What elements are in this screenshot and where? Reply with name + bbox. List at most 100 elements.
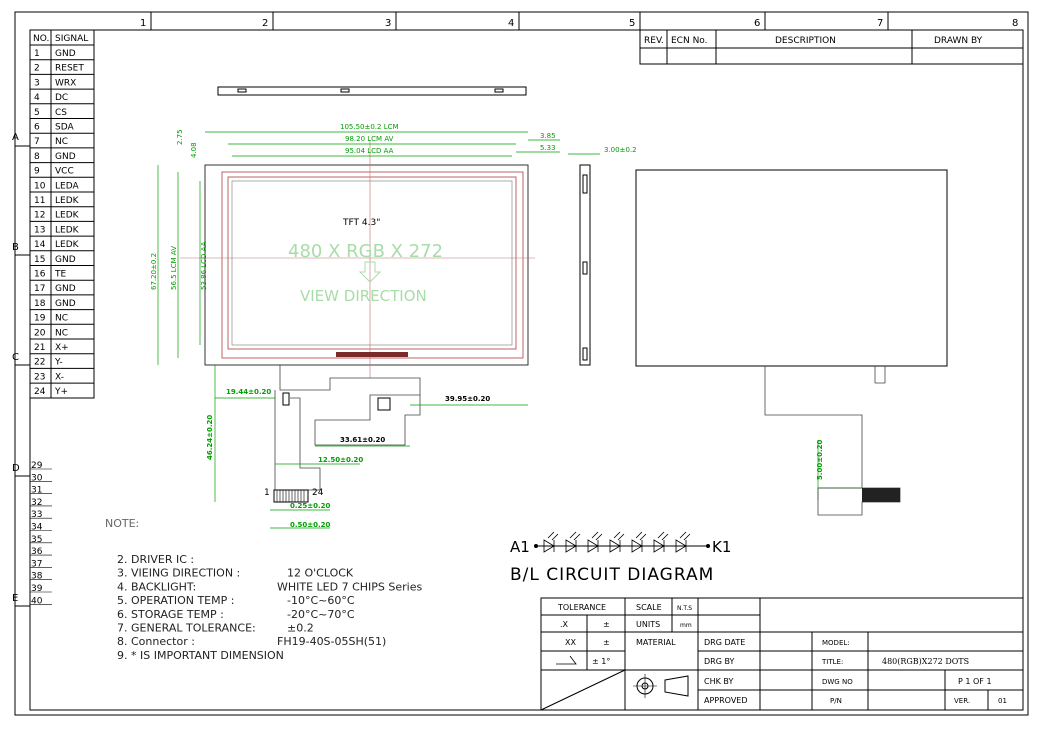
module-top-view <box>217 86 527 96</box>
pin-signal: LEDK <box>55 240 80 250</box>
pin-signal: GND <box>55 299 76 309</box>
led-chain <box>543 531 691 553</box>
tb-xx: XX <box>565 638 576 647</box>
pin-number: 10 <box>34 181 46 191</box>
projection-cone-icon <box>664 675 689 697</box>
rev-header: REV. <box>644 36 664 46</box>
pin-signal: LEDK <box>55 211 80 221</box>
connector-pin-number: 40 <box>31 596 43 606</box>
note-item: 6. STORAGE TEMP : <box>117 608 224 621</box>
pin-number: 1 <box>34 49 40 59</box>
tb-ver: VER. <box>954 697 970 705</box>
tb-nts: N.T.S <box>677 605 692 612</box>
pin-last-label: 24 <box>312 488 324 498</box>
dim-fpc-length: 46.24±0.20 <box>206 415 214 460</box>
fpc-bond <box>336 352 408 357</box>
led-icon <box>631 531 647 553</box>
tb-angle: ± 1° <box>592 657 610 666</box>
pin-number: 13 <box>34 225 45 235</box>
view-direction-text: VIEW DIRECTION <box>300 287 427 305</box>
pin-number: 8 <box>34 152 40 162</box>
pin-number: 23 <box>34 372 45 382</box>
note-item: 3. VIEING DIRECTION : <box>117 567 240 580</box>
tb-scale: SCALE <box>636 603 662 612</box>
led-icon <box>565 531 581 553</box>
dim-lcm-height: 67.20±0.2 <box>150 253 158 290</box>
tb-tolerance: TOLERANCE <box>557 603 606 612</box>
circuit-a1: A1 <box>510 538 530 556</box>
pin-number: 2 <box>34 64 40 74</box>
note-item: 7. GENERAL TOLERANCE: <box>117 622 256 635</box>
dim-lcd-aa-width: 95.04 LCD AA <box>345 147 394 155</box>
module-title: TFT 4.3" <box>342 218 380 228</box>
pin-signal: RESET <box>55 64 84 74</box>
pin-number: 16 <box>34 270 46 280</box>
module-back-view <box>635 169 948 516</box>
outer-border <box>14 11 1029 716</box>
dimension-lines <box>157 131 862 529</box>
resolution-text: 480 X RGB X 272 <box>288 241 443 262</box>
tb-chk-by: CHK BY <box>704 677 733 686</box>
connector-pin-number: 33 <box>31 510 42 520</box>
connector-pin-number: 36 <box>31 547 43 557</box>
dim-fpc-tail: 12.50±0.20 <box>318 456 363 464</box>
dim-fpc-right: 39.95±0.20 <box>445 395 490 403</box>
zone-row-b: B <box>12 242 19 253</box>
pin-number: 12 <box>34 211 45 221</box>
dim-fpc-mid: 33.61±0.20 <box>340 436 385 444</box>
backlight-circuit: A1 K1 B/L CIRCUIT DIAGRAM <box>510 531 731 585</box>
connector-pin-number: 39 <box>31 584 43 594</box>
pin-number: 4 <box>34 93 40 103</box>
tb-pn: P/N <box>830 697 842 705</box>
zone-col-7: 7 <box>877 18 883 29</box>
pin-number: 20 <box>34 328 46 338</box>
pin-number: 21 <box>34 343 45 353</box>
connector-pin-number: 30 <box>31 473 43 483</box>
connector-pin-number: 31 <box>31 486 42 496</box>
note-value: FH19-40S-05SH(51) <box>277 635 386 648</box>
pin-signal: WRX <box>55 78 76 88</box>
pin-signal: LEDK <box>55 196 80 206</box>
tb-model: MODEL: <box>822 639 850 647</box>
dim-275: 2.75 <box>176 129 184 145</box>
dim-thickness: 3.00±0.2 <box>604 146 637 154</box>
led-icon <box>587 531 603 553</box>
zone-col-4: 4 <box>508 18 514 29</box>
zone-row-a: A <box>12 132 19 143</box>
tb-page: P 1 OF 1 <box>958 677 992 686</box>
pin-header-signal: SIGNAL <box>55 34 88 44</box>
connector-pin-number: 37 <box>31 559 42 569</box>
pin-number: 17 <box>34 284 45 294</box>
dim-408: 4.08 <box>190 142 198 158</box>
tb-drg-date: DRG DATE <box>704 638 745 647</box>
pin-signal: CS <box>55 108 67 118</box>
pin-number: 5 <box>34 108 40 118</box>
dim-pin-width: 0.50±0.20 <box>290 521 331 529</box>
back-connector <box>862 488 900 502</box>
connector-pin-number: 34 <box>31 523 43 533</box>
tb-approved: APPROVED <box>704 696 748 705</box>
circuit-caption: B/L CIRCUIT DIAGRAM <box>510 565 714 585</box>
note-item: 8. Connector : <box>117 635 195 648</box>
note-item: 9. * IS IMPORTANT DIMENSION <box>117 649 284 662</box>
note-value: 12 O'CLOCK <box>287 567 354 580</box>
angle-icon <box>556 655 577 665</box>
module-front-view: TFT 4.3" 480 X RGB X 272 VIEW DIRECTION … <box>180 140 535 503</box>
pin-signal: Y- <box>54 358 63 368</box>
notes-list: 2. DRIVER IC :3. VIEING DIRECTION :12 O'… <box>117 553 423 662</box>
pin-number: 22 <box>34 358 45 368</box>
note-item: 5. OPERATION TEMP : <box>117 594 234 607</box>
zone-row-c: C <box>12 352 19 363</box>
tb-pm-1: ± <box>603 620 610 629</box>
dim-pitch: 0.25±0.20 <box>290 502 331 510</box>
connector-pin-number: 35 <box>31 535 42 545</box>
pin-signal: SDA <box>55 123 74 133</box>
pin-header-no: NO. <box>33 34 49 44</box>
ecn-header: ECN No. <box>671 36 708 46</box>
note-value: -20°C~70°C <box>287 608 355 621</box>
pin-signal: NC <box>55 314 68 324</box>
note-value: -10°C~60°C <box>287 594 355 607</box>
dim-lcm-av-height: 56.5 LCM AV <box>170 246 178 290</box>
